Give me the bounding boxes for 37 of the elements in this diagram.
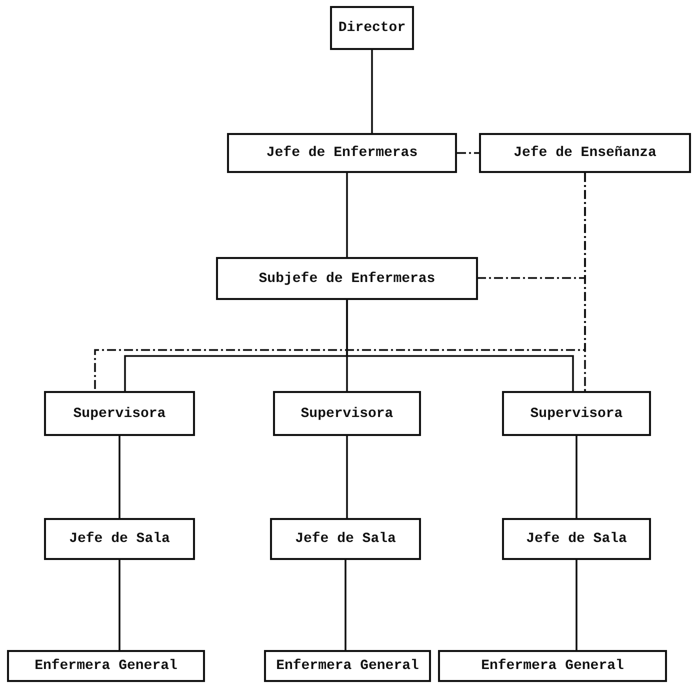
role-title: Enfermera General bbox=[276, 658, 419, 674]
connector-line bbox=[346, 173, 348, 257]
org-box bbox=[438, 650, 667, 682]
org-box bbox=[264, 650, 431, 682]
org-box bbox=[216, 257, 478, 300]
org-box bbox=[227, 133, 457, 173]
org-box bbox=[44, 518, 195, 560]
role-title: Subjefe de Enfermeras bbox=[258, 270, 436, 286]
role-title: Director bbox=[338, 20, 406, 36]
connector-line bbox=[584, 173, 586, 391]
role-title: Enfermera General bbox=[34, 658, 178, 674]
connector-line bbox=[118, 436, 120, 518]
role-title: Supervisora bbox=[530, 406, 623, 422]
connector-line bbox=[371, 50, 373, 133]
org-box bbox=[330, 6, 414, 50]
org-box bbox=[502, 391, 651, 436]
connector-line bbox=[457, 152, 479, 154]
connector-line bbox=[344, 560, 346, 650]
org-box bbox=[7, 650, 205, 682]
role-title: Jefe de Enfermeras bbox=[266, 145, 418, 161]
org-box bbox=[273, 391, 421, 436]
role-title: Jefe de Sala bbox=[69, 531, 170, 547]
connector-line bbox=[118, 560, 120, 650]
role-title: Enfermera General bbox=[481, 658, 624, 674]
org-box bbox=[479, 133, 691, 173]
org-box bbox=[44, 391, 195, 436]
role-title: Jefe de Enseñanza bbox=[514, 145, 656, 161]
connector-line bbox=[346, 300, 574, 391]
role-title: Jefe de Sala bbox=[295, 531, 396, 547]
role-title: Supervisora bbox=[73, 406, 166, 422]
org-box bbox=[270, 518, 421, 560]
connector-line bbox=[576, 436, 578, 518]
org-box bbox=[502, 518, 651, 560]
connector-line bbox=[346, 436, 348, 518]
role-title: Jefe de Sala bbox=[526, 531, 627, 547]
connector-line bbox=[576, 560, 578, 650]
role-title: Supervisora bbox=[300, 406, 394, 422]
